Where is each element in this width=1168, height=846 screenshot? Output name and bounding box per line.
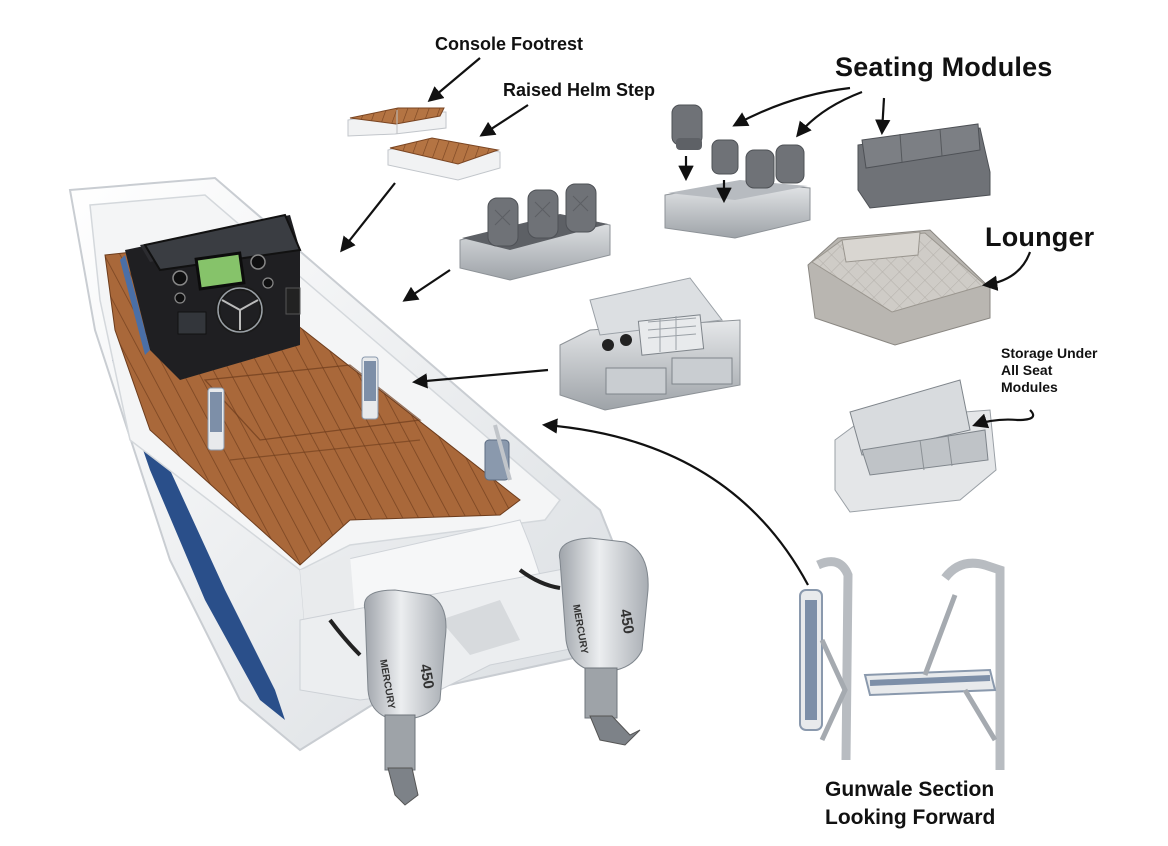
outboard-engine-right: MERCURY 450 bbox=[558, 537, 649, 746]
gunwale-seat-folded bbox=[799, 557, 853, 761]
bench-sofa-module bbox=[857, 123, 991, 209]
gunwale-seat-open bbox=[863, 558, 1005, 770]
storage-label: Storage Under All Seat Modules bbox=[1001, 345, 1098, 395]
three-seat-bench-module bbox=[459, 183, 611, 281]
raised-helm-step-module bbox=[387, 137, 501, 181]
annotation-arrows bbox=[340, 57, 1035, 586]
outboard-engine-left: MERCURY 450 bbox=[363, 589, 447, 806]
console-footrest-label: Console Footrest bbox=[435, 34, 584, 54]
gunwale-section-caption: Gunwale Section Looking Forward bbox=[825, 776, 995, 832]
tackle-center-module bbox=[559, 277, 741, 411]
gunwale-caption-line1: Gunwale Section bbox=[825, 778, 995, 801]
storage-box-module bbox=[834, 379, 997, 513]
engine-right-hp: 450 bbox=[616, 608, 637, 636]
chartplotter-screen bbox=[194, 251, 246, 291]
engine-left-hp: 450 bbox=[416, 663, 437, 691]
lounger-label: Lounger bbox=[985, 222, 1095, 252]
raised-helm-step-label: Raised Helm Step bbox=[503, 80, 656, 100]
gunwale-caption-line2: Looking Forward bbox=[825, 806, 996, 829]
console-footrest-module bbox=[347, 107, 447, 137]
center-console-boat: MERCURY 450 MERCURY 450 bbox=[68, 176, 649, 806]
captain-seats-module bbox=[664, 104, 811, 239]
helm-console bbox=[120, 213, 302, 380]
seating-modules-label: Seating Modules bbox=[835, 52, 1053, 82]
lounger-module bbox=[807, 229, 991, 346]
